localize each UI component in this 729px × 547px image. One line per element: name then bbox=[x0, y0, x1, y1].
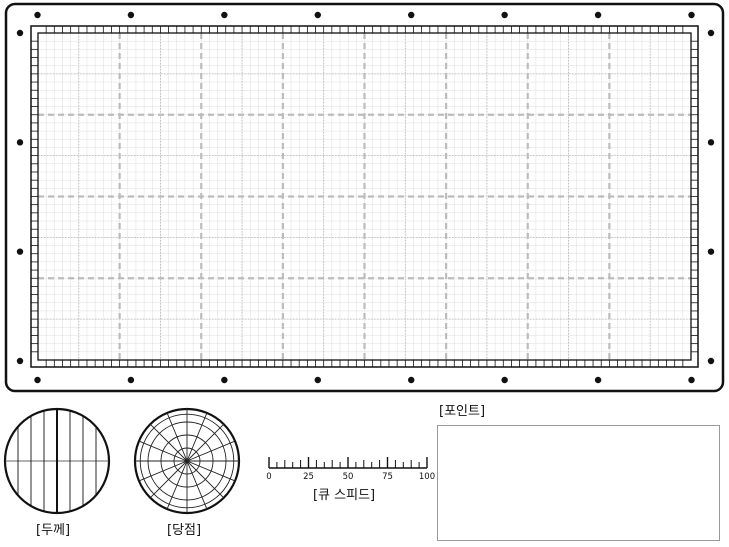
contact-spoke bbox=[186, 440, 236, 462]
thickness-diagram bbox=[3, 407, 111, 515]
rail-diamond bbox=[707, 248, 715, 255]
rail-diamond bbox=[16, 248, 24, 255]
table-playing-field bbox=[30, 25, 699, 368]
rail-diamond bbox=[501, 11, 508, 19]
rail-diamond bbox=[221, 376, 228, 384]
rail-diamonds bbox=[16, 11, 715, 384]
speed-tick-label: 75 bbox=[382, 472, 393, 482]
field-inner-border bbox=[37, 32, 692, 361]
rail-diamond bbox=[221, 11, 228, 19]
rail-diamond bbox=[314, 376, 321, 384]
rail-diamond bbox=[16, 29, 24, 37]
rail-diamond bbox=[34, 376, 41, 384]
speed-tick-label: 100 bbox=[419, 472, 435, 482]
rail-diamond bbox=[16, 139, 24, 146]
contact-spoke bbox=[149, 460, 188, 499]
rail-diamond bbox=[707, 29, 715, 37]
speed-scale-ticks bbox=[268, 457, 428, 469]
contact-spoke bbox=[166, 412, 188, 462]
thickness-label: [두께] bbox=[36, 523, 71, 538]
rail-diamond bbox=[314, 11, 321, 19]
speed-tick-label: 25 bbox=[303, 472, 314, 482]
rail-diamond bbox=[707, 357, 715, 365]
contact-spoke bbox=[149, 423, 188, 462]
contact-spoke bbox=[138, 460, 188, 482]
contact-spoke bbox=[166, 460, 188, 510]
rail-diamond bbox=[34, 11, 41, 19]
cue-speed-scale: 0 25 50 75 100 bbox=[266, 457, 435, 482]
contact-point-guide-lines bbox=[135, 409, 239, 513]
rail-diamond bbox=[16, 357, 24, 365]
contact-spoke bbox=[186, 460, 208, 510]
grid-diamond-lines bbox=[38, 33, 691, 360]
contact-point-label: [당점] bbox=[167, 523, 202, 538]
rail-diamond bbox=[127, 11, 135, 19]
contact-spoke bbox=[186, 460, 236, 482]
rail-diamond bbox=[594, 11, 602, 19]
speed-scale-labels: 0 25 50 75 100 bbox=[266, 472, 435, 482]
contact-spoke bbox=[186, 460, 225, 499]
contact-spoke bbox=[186, 412, 208, 462]
rail-diamond bbox=[127, 376, 135, 384]
rail-diamond bbox=[501, 376, 508, 384]
rail-diamond bbox=[688, 376, 695, 384]
contact-spoke bbox=[138, 440, 188, 462]
rail-diamond bbox=[688, 11, 695, 19]
contact-point-diagram bbox=[133, 407, 241, 515]
speed-tick-label: 50 bbox=[343, 472, 354, 482]
thickness-guide-lines bbox=[5, 409, 109, 513]
speed-tick-label: 0 bbox=[266, 472, 271, 482]
rail-diamond bbox=[594, 376, 602, 384]
point-label: [포인트] bbox=[439, 404, 486, 419]
rail-diamond bbox=[707, 139, 715, 146]
point-notes-box[interactable] bbox=[437, 425, 720, 541]
cue-speed-label: [큐 스피드] bbox=[313, 488, 376, 503]
rail-diamond bbox=[408, 11, 415, 19]
contact-spoke bbox=[186, 423, 225, 462]
cushion-tick-marks bbox=[31, 26, 698, 367]
rail-diamond bbox=[408, 376, 415, 384]
